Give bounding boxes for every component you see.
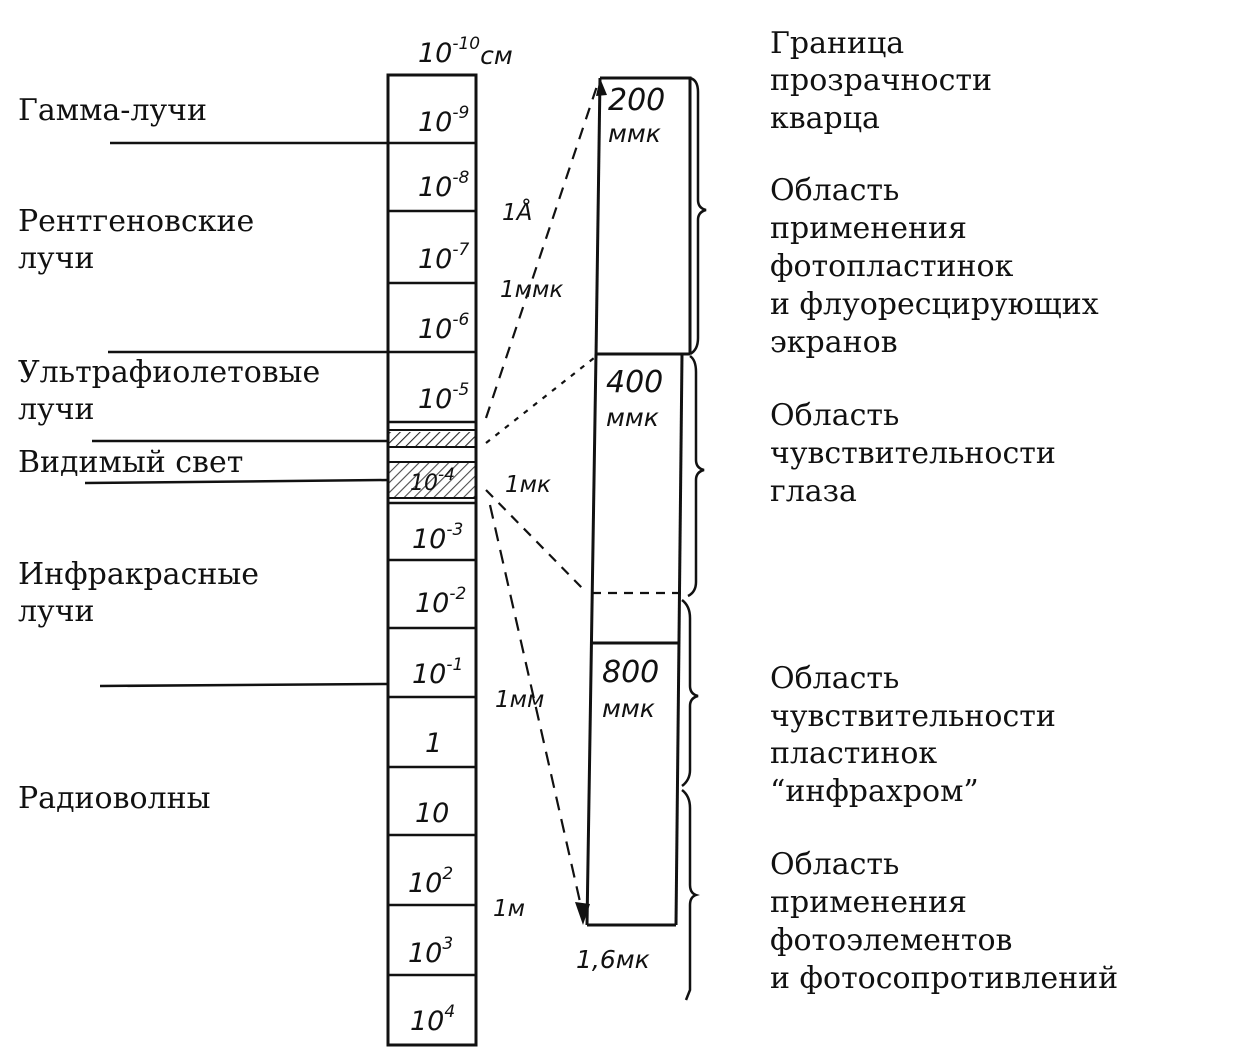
scale-cell-label: 10-8 [418, 168, 469, 203]
band-unit-400: ммк [606, 403, 659, 432]
region-infrachrome: Область [770, 661, 899, 696]
region-braces [681, 76, 707, 1001]
region-eye-sensitivity: чувствительности [770, 436, 1056, 471]
region-infrachrome: чувствительности [770, 699, 1056, 734]
unit-marker: 1мк [505, 472, 551, 498]
band-label-400: 400 [606, 365, 663, 400]
region-photoelements: применения [770, 885, 967, 920]
radiation-label-xray: лучи [18, 241, 95, 276]
region-photoelements: Область [770, 847, 899, 882]
radiation-label-infrared: лучи [18, 594, 95, 629]
region-photoelements: и фотосопротивлений [770, 961, 1118, 996]
scale-cell-label: 104 [410, 1002, 455, 1037]
band-bottom-label: 1,6мк [576, 945, 650, 974]
visible-light-band [388, 429, 476, 499]
band-unit-200: ммк [608, 119, 661, 148]
unit-marker: 1м [493, 896, 525, 922]
radiation-label-gamma: Гамма-лучи [18, 93, 207, 128]
radiation-label-ultraviolet: Ультрафиолетовые [18, 355, 320, 390]
region-infrachrome: “инфрахром” [770, 774, 979, 809]
region-eye-sensitivity: Область [770, 398, 899, 433]
region-descriptions: Граница прозрачности кварца Область прим… [770, 26, 1118, 996]
scale-dividers [388, 141, 476, 977]
scale-cell-label: 10-2 [415, 584, 466, 619]
scale-cell-label: 10-5 [418, 380, 469, 415]
scale-cell-label: 103 [408, 934, 453, 969]
region-photoplates: применения [770, 211, 967, 246]
region-photoplates: фотопластинок [770, 249, 1014, 284]
unit-marker: 1Å [502, 198, 532, 226]
scale-cell-label: 10-9 [418, 103, 469, 138]
detail-band: 200 ммк 400 ммк 800 ммк 1,6мк [576, 76, 692, 974]
radiation-label-radio: Радиоволны [18, 781, 210, 816]
region-infrachrome: пластинок [770, 736, 937, 771]
region-photoplates: Область [770, 173, 899, 208]
region-quartz-boundary: Граница [770, 26, 904, 61]
region-quartz-boundary: кварца [770, 101, 880, 136]
unit-markers: 1Å 1ммк 1мк 1мм 1м [493, 198, 563, 922]
radiation-type-labels: Гамма-лучи Рентгеновские лучи Ультрафиол… [18, 93, 320, 816]
region-photoplates: экранов [770, 325, 898, 360]
scale-cell-label: 10-6 [418, 310, 469, 345]
scale-cell-label: 10-1 [412, 655, 463, 690]
band-label-200: 200 [608, 83, 665, 118]
radiation-label-infrared: Инфракрасные [18, 557, 259, 592]
unit-marker: 1ммк [500, 277, 563, 303]
band-unit-800: ммк [602, 694, 655, 723]
scale-cell-label: 10-3 [412, 520, 463, 555]
scale-cell-label: 10-4 [410, 465, 455, 496]
scale-cell-labels: 10-9 10-8 10-7 10-6 10-5 10-4 10-3 10-2 … [408, 103, 469, 1037]
scale-cell-label: 1 [425, 728, 442, 759]
radiation-label-ultraviolet: лучи [18, 392, 95, 427]
radiation-label-xray: Рентгеновские [18, 204, 254, 239]
scale-cell-label: 10-7 [418, 240, 469, 275]
radiation-boundary-lines [84, 141, 389, 688]
region-eye-sensitivity: глаза [770, 474, 857, 509]
scale-cell-label: 102 [408, 864, 453, 899]
radiation-label-visible: Видимый свет [18, 445, 243, 480]
scale-top-label: 10-10см [418, 34, 513, 70]
scale-cell-label: 10 [415, 798, 449, 829]
wavelength-scale: 10-10см [386, 34, 563, 1047]
band-label-800: 800 [602, 655, 659, 690]
region-photoelements: фотоэлементов [770, 923, 1012, 958]
region-photoplates: и флуоресцирующих [770, 287, 1099, 322]
region-quartz-boundary: прозрачности [770, 63, 992, 98]
